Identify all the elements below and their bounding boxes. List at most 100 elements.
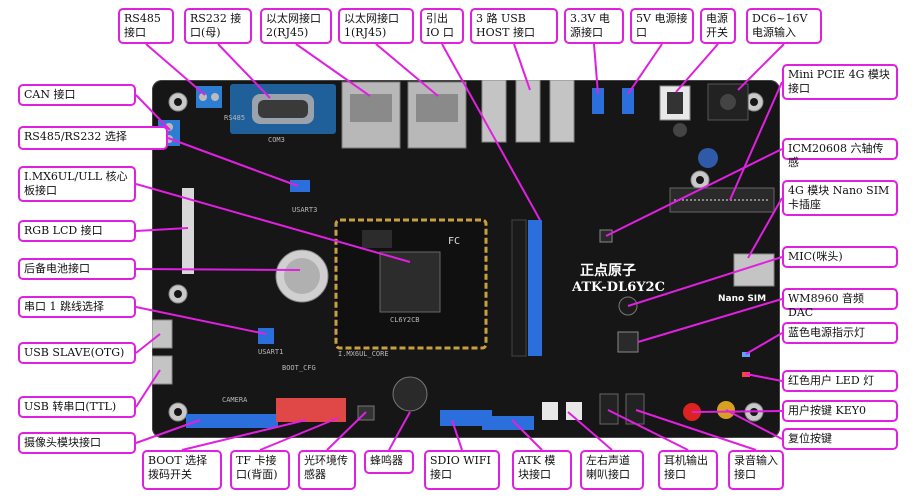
io-header <box>528 220 542 356</box>
usb-otg-port <box>152 319 173 349</box>
callout-reset: 复位按键 <box>782 428 898 450</box>
leader-line-core-board <box>135 183 411 263</box>
leader-line-power-switch <box>675 43 719 93</box>
development-board: RS485 COM3 USART3 USART1 I.MX6UL_CORE CL… <box>152 80 780 438</box>
callout-core-board: I.MX6UL/ULL 核心板接口 <box>18 166 136 202</box>
callout-blue-led: 蓝色电源指示灯 <box>782 322 898 344</box>
leader-line-atk <box>511 419 543 451</box>
leader-line-5v <box>627 43 663 95</box>
callout-atk: ATK 模块接口 <box>512 450 572 490</box>
leader-line-rs485 <box>145 43 206 96</box>
callout-rs485: RS485 接口 <box>118 8 174 44</box>
leader-line-usb-ttl <box>135 369 161 408</box>
callout-light-sensor: 光环境传感器 <box>298 450 356 490</box>
uart-jumper <box>258 328 274 344</box>
usb-host-port <box>549 80 575 143</box>
core-chip-silkscreen: CL6Y2CB <box>390 316 420 324</box>
leader-line-minipcie <box>729 81 783 201</box>
com3-silkscreen: COM3 <box>268 136 285 144</box>
callout-headphone: 耳机输出接口 <box>658 450 718 490</box>
leader-line-headphone <box>607 409 689 451</box>
leader-line-tf <box>259 417 339 451</box>
callout-icm20608: ICM20608 六轴传感 <box>782 138 898 169</box>
nano-sim-silkscreen: Nano SIM <box>718 294 767 304</box>
usart1-silkscreen: USART1 <box>258 348 284 356</box>
callout-usb-ttl: USB 转串口(TTL) <box>18 396 136 418</box>
callout-battery: 后备电池接口 <box>18 258 136 280</box>
leader-line-rs-select <box>167 137 299 187</box>
leader-line-battery <box>135 268 301 271</box>
leader-line-speaker <box>567 411 613 451</box>
leader-line-io <box>441 43 541 221</box>
leader-line-can <box>135 94 171 131</box>
core-module-silkscreen: I.MX6UL_CORE <box>338 350 389 358</box>
rs-select-jumper <box>290 180 310 192</box>
callout-rgb-lcd: RGB LCD 接口 <box>18 220 136 242</box>
camera-header <box>186 414 278 428</box>
blue-power-led <box>742 352 750 357</box>
pin-header-5v <box>622 88 634 114</box>
board-model: ATK-DL6Y2C <box>572 280 665 295</box>
leader-line-nano-sim <box>747 197 783 259</box>
leader-line-key0 <box>691 410 783 413</box>
callout-dc-input: DC6~16V 电源输入 <box>746 8 822 44</box>
leader-line-usb-slave <box>135 333 161 354</box>
callout-usb-slave: USB SLAVE(OTG) <box>18 342 136 364</box>
callout-uart-jumper: 串口 1 跳线选择 <box>18 296 136 318</box>
brand-logo: 正点原子 <box>580 263 636 279</box>
callout-mic: MIC(咪头) <box>782 246 898 268</box>
callout-nano-sim: 4G 模块 Nano SIM 卡插座 <box>782 180 898 216</box>
leader-line-dc-input <box>737 43 785 91</box>
mounting-hole <box>174 98 182 106</box>
leader-line-buzzer <box>388 411 411 451</box>
callout-power-switch: 电源开关 <box>700 8 736 44</box>
mounting-hole <box>696 176 704 184</box>
headphone-jack <box>599 393 619 425</box>
rs485-terminal <box>196 86 222 108</box>
mounting-hole <box>174 408 182 416</box>
leader-line-blue-led <box>745 332 783 355</box>
leader-line-mic <box>627 256 783 307</box>
pin-header-3v3 <box>592 88 604 114</box>
leader-line-camera <box>135 419 201 444</box>
buzzer <box>392 376 428 412</box>
callout-boot-switch: BOOT 选择拨码开关 <box>142 450 222 490</box>
boot-cfg-silkscreen: BOOT_CFG <box>282 364 316 372</box>
capacitor <box>698 148 718 168</box>
callout-rs-select: RS485/RS232 选择 <box>18 126 168 150</box>
leader-line-usb-host <box>513 43 531 91</box>
leader-line-wm8960 <box>637 298 783 343</box>
boot-dip-switch <box>276 398 346 422</box>
callout-camera: 摄像头模块接口 <box>18 432 136 454</box>
callout-usb-host: 3 路 USB HOST 接口 <box>470 8 558 44</box>
leader-line-red-led <box>745 373 783 382</box>
leader-line-line-in <box>635 409 757 451</box>
leader-line-reset <box>725 409 783 440</box>
callout-sdio: SDIO WIFI 接口 <box>424 450 500 490</box>
rs485-silkscreen: RS485 <box>224 114 246 122</box>
leader-line-boot-switch <box>181 419 307 451</box>
leader-line-sdio <box>451 419 463 451</box>
callout-minipcie: Mini PCIE 4G 模块接口 <box>782 64 898 100</box>
callout-ethernet-1: 以太网接口 1(RJ45) <box>338 8 414 44</box>
leader-line-rgb-lcd <box>135 227 189 232</box>
speaker-right-connector <box>566 402 582 420</box>
atk-header <box>482 416 534 430</box>
fc-mark: FC <box>448 236 461 247</box>
callout-rs232: RS232 接口(母) <box>184 8 252 44</box>
leader-line-light-sensor <box>326 411 367 451</box>
callout-ethernet-2: 以太网接口 2(RJ45) <box>260 8 332 44</box>
usb-host-port <box>515 80 541 143</box>
power-switch <box>659 85 691 121</box>
leader-line-3v3 <box>593 43 599 95</box>
callout-speaker: 左右声道喇叭接口 <box>580 450 644 490</box>
callout-buzzer: 蜂鸣器 <box>364 450 414 474</box>
callout-io: 引出 IO 口 <box>420 8 464 44</box>
callout-wm8960: WM8960 音频 DAC <box>782 288 898 319</box>
usb-ttl-port <box>152 355 173 385</box>
lcd-connector <box>182 188 194 274</box>
leader-line-uart-jumper <box>135 306 267 335</box>
camera-silkscreen: CAMERA <box>222 396 248 404</box>
callout-5v: 5V 电源接口 <box>630 8 694 44</box>
callout-3v3: 3.3V 电源接口 <box>564 8 624 44</box>
